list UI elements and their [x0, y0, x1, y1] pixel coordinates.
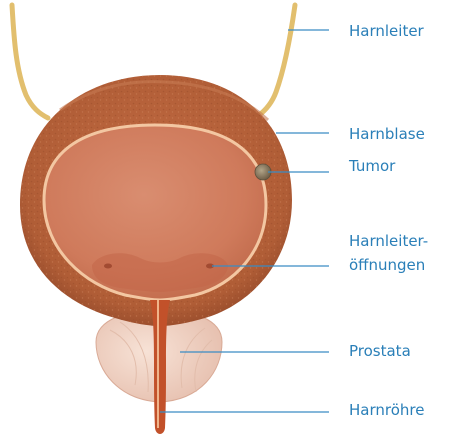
label-urethra: Harnröhre: [349, 401, 424, 420]
ureteral-orifice-left: [104, 264, 112, 269]
bladder: [20, 75, 292, 326]
label-bladder: Harnblase: [349, 125, 425, 144]
ureter-left: [12, 5, 48, 118]
label-ureteral-orifices: Harnleiter- öffnungen: [349, 232, 428, 275]
label-prostate: Prostata: [349, 342, 411, 361]
label-ureteral-orifices-line1: Harnleiter-: [349, 232, 428, 251]
label-ureter: Harnleiter: [349, 22, 424, 41]
ureter-right: [258, 5, 295, 116]
label-ureteral-orifices-line2: öffnungen: [349, 256, 428, 275]
label-tumor: Tumor: [349, 157, 395, 176]
